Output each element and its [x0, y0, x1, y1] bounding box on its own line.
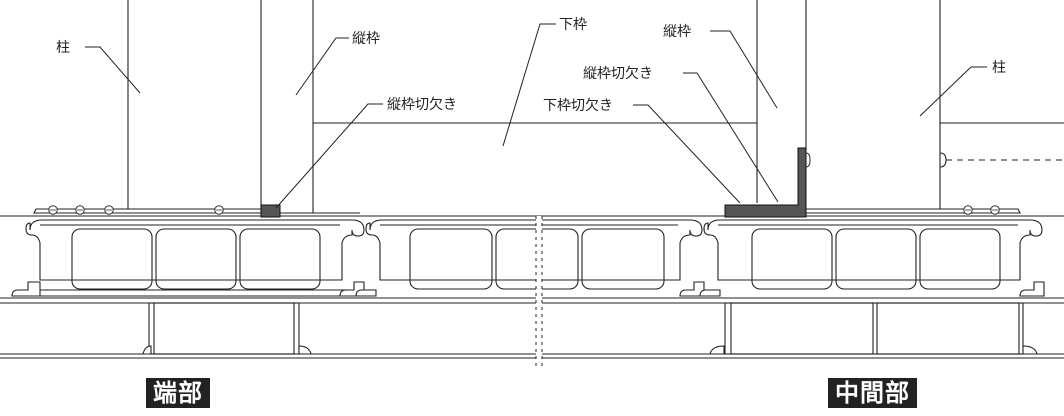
vertical-frame-notch-left-shape: [260, 204, 281, 218]
deck-profile-left: [25, 219, 365, 297]
clip-joints: [11, 281, 1045, 297]
post-right: [939, 0, 1064, 212]
callout-vertical-frame-left: 縦枠: [352, 31, 380, 47]
section-label-middle: 中間部: [828, 378, 917, 408]
callout-bottom-frame: 下枠: [559, 17, 587, 33]
callout-column-left: 柱: [56, 40, 70, 56]
sill-plate-right: [805, 208, 1021, 214]
vertical-frame-left: [260, 0, 314, 213]
lower-channel-right: [709, 302, 1038, 355]
section-label-end: 端部: [146, 378, 210, 408]
callout-column-right: 柱: [992, 60, 1006, 76]
lower-channel-left: [142, 302, 312, 355]
leader-lines: [85, 23, 987, 209]
callout-vertical-frame-notch-right: 縦枠切欠き: [583, 66, 653, 82]
callout-bottom-frame-notch: 下枠切欠き: [543, 98, 613, 114]
deck-profile-right: [703, 219, 1043, 290]
callout-vertical-frame-right: 縦枠: [663, 24, 691, 40]
sill-plate-left: [33, 208, 360, 214]
angle-middle: [724, 147, 811, 218]
deck-profile-middle: [365, 219, 703, 290]
callout-vertical-frame-notch-left: 縦枠切欠き: [387, 97, 457, 113]
break-line: [535, 216, 543, 366]
